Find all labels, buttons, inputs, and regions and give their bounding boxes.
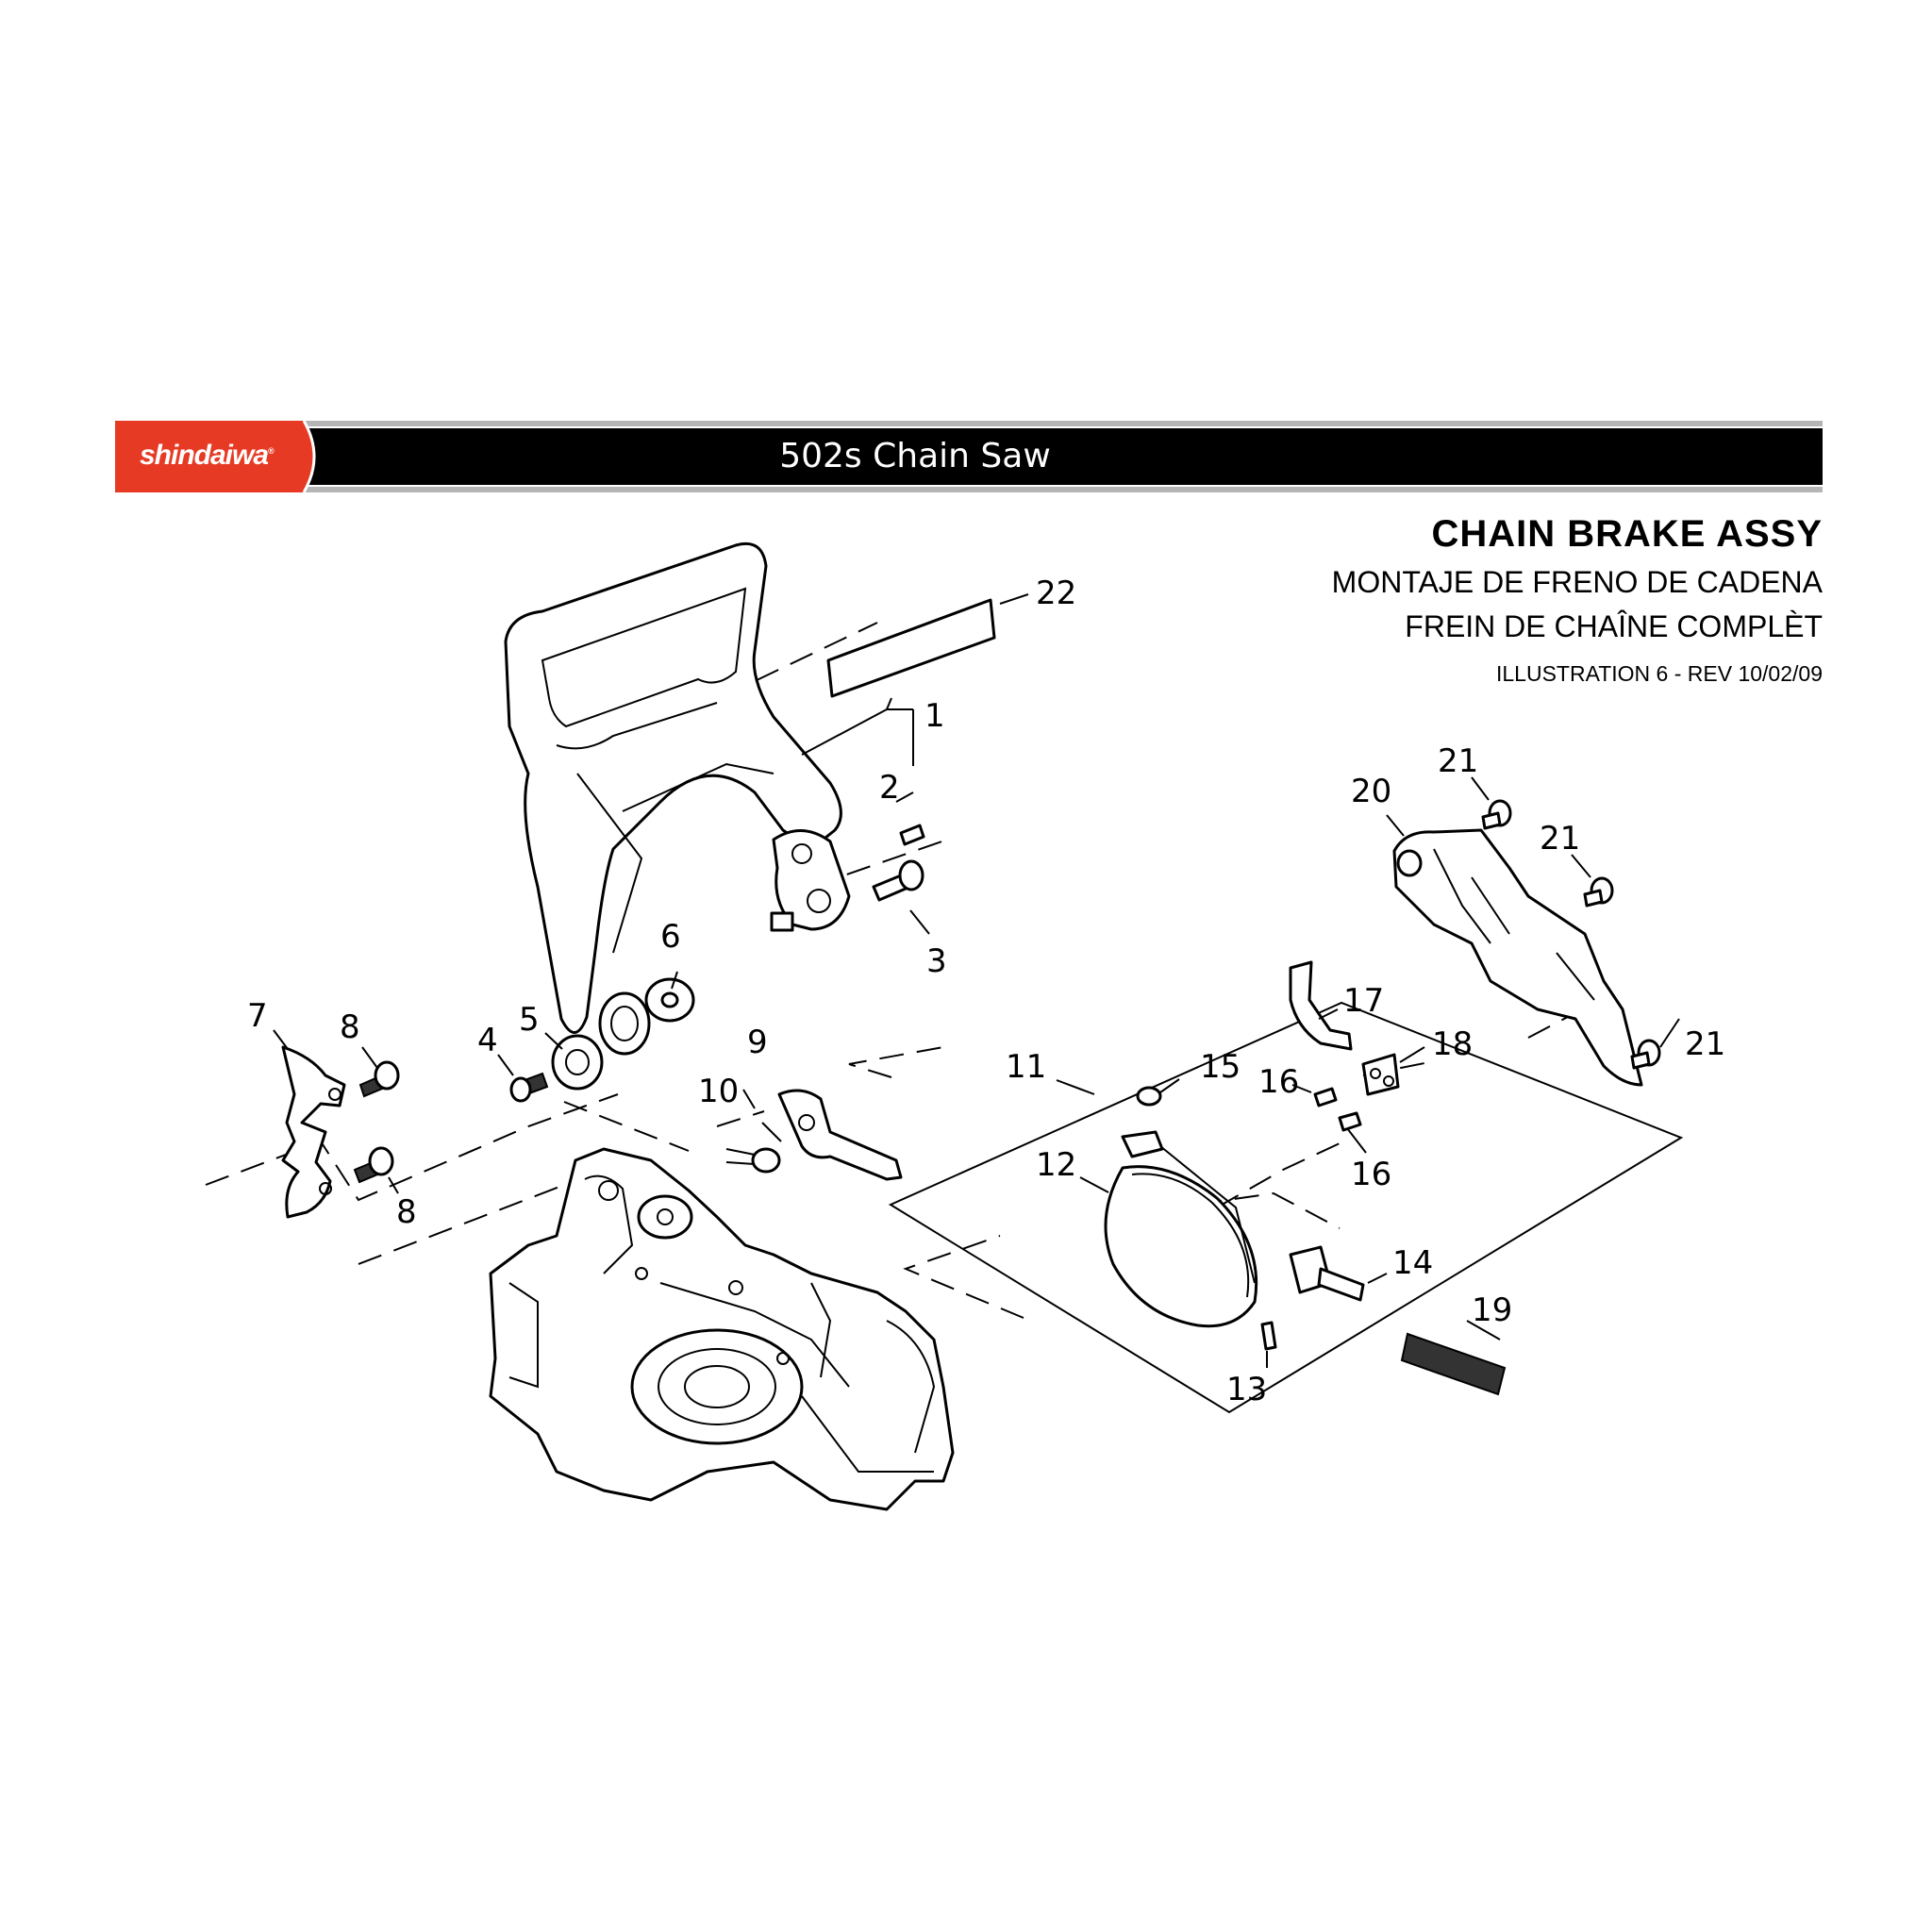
lever-part-17 (1289, 960, 1353, 1051)
title-block: CHAIN BRAKE ASSY MONTAJE DE FRENO DE CAD… (1332, 513, 1823, 687)
callout-2: 2 (879, 769, 900, 807)
pin-part-16-lower (1338, 1111, 1362, 1132)
crankcase-housing (489, 1147, 955, 1511)
pin-part-2 (899, 824, 925, 846)
callout-22: 22 (1036, 575, 1076, 612)
callout-8-upper: 8 (340, 1008, 360, 1046)
leader-lines (273, 593, 1680, 1368)
lever-part-9 (777, 1089, 903, 1181)
callout-12: 12 (1036, 1146, 1076, 1184)
callout-21-bottom: 21 (1685, 1025, 1725, 1063)
bushing-part-5 (551, 1034, 604, 1091)
bolt-part-8-upper (358, 1060, 400, 1098)
callout-21-middle: 21 (1540, 820, 1580, 858)
callout-9: 9 (747, 1024, 768, 1061)
diagram-title-spanish: MONTAJE DE FRENO DE CADENA (1331, 565, 1823, 599)
header-black-bar (304, 428, 1823, 485)
clutch-cover-part-20 (1392, 828, 1643, 1087)
kit-11-outline (888, 1001, 1684, 1414)
callout-labels: 22 1 2 3 6 5 4 7 8 8 9 10 11 12 15 16 16… (247, 575, 1725, 1408)
brand-logo: shindaiwa® (140, 440, 275, 471)
callout-4: 4 (477, 1022, 498, 1059)
lever-plate-part-7 (281, 1045, 346, 1219)
decal-part-22 (826, 598, 996, 698)
callout-21-top: 21 (1438, 742, 1478, 780)
screw-part-21-top (1481, 799, 1512, 830)
callout-8-lower: 8 (396, 1193, 417, 1231)
link-part-18 (1361, 1053, 1400, 1096)
bolt-part-8-lower (353, 1146, 394, 1184)
callout-6: 6 (660, 918, 681, 956)
callout-17: 17 (1343, 982, 1384, 1020)
illustration-revision: ILLUSTRATION 6 - REV 10/02/09 (1496, 661, 1823, 686)
callout-15: 15 (1200, 1048, 1241, 1086)
callout-16-lower: 16 (1351, 1156, 1391, 1193)
callout-7: 7 (247, 997, 268, 1035)
callout-11: 11 (1006, 1048, 1046, 1086)
callout-20: 20 (1351, 773, 1391, 810)
brake-band-part-12 (1104, 1130, 1258, 1328)
callout-19: 19 (1472, 1291, 1512, 1329)
callout-1: 1 (924, 697, 945, 735)
header-bottom-rule (115, 487, 1823, 492)
bolt-part-4 (509, 1072, 549, 1103)
bolt-part-3 (872, 859, 924, 902)
pin-part-16-upper (1313, 1087, 1338, 1108)
hand-guard-part-1 (504, 541, 851, 1056)
diagram-title-french: FREIN DE CHAÎNE COMPLÈT (1405, 609, 1823, 643)
slide-part-14 (1289, 1245, 1365, 1302)
product-title: 502s Chain Saw (779, 437, 1051, 475)
header-top-rule (115, 421, 1823, 426)
diagram-title: CHAIN BRAKE ASSY (1431, 513, 1823, 555)
spring-part-19 (1400, 1332, 1507, 1396)
spring-part-10 (725, 1147, 781, 1174)
screw-part-21-bottom (1630, 1039, 1661, 1070)
callout-3: 3 (926, 942, 947, 980)
logo-badge (115, 421, 316, 492)
callout-10: 10 (698, 1073, 739, 1110)
header-band: shindaiwa® (115, 421, 1823, 492)
callout-13: 13 (1226, 1371, 1267, 1408)
callout-14: 14 (1392, 1244, 1433, 1282)
washer-part-6 (644, 977, 695, 1023)
pin-part-13 (1260, 1321, 1277, 1351)
callout-18: 18 (1432, 1025, 1473, 1063)
callout-5: 5 (519, 1001, 540, 1039)
callout-16-upper: 16 (1258, 1063, 1299, 1101)
screw-part-15 (1136, 1086, 1162, 1107)
screw-part-21-middle (1583, 876, 1614, 908)
